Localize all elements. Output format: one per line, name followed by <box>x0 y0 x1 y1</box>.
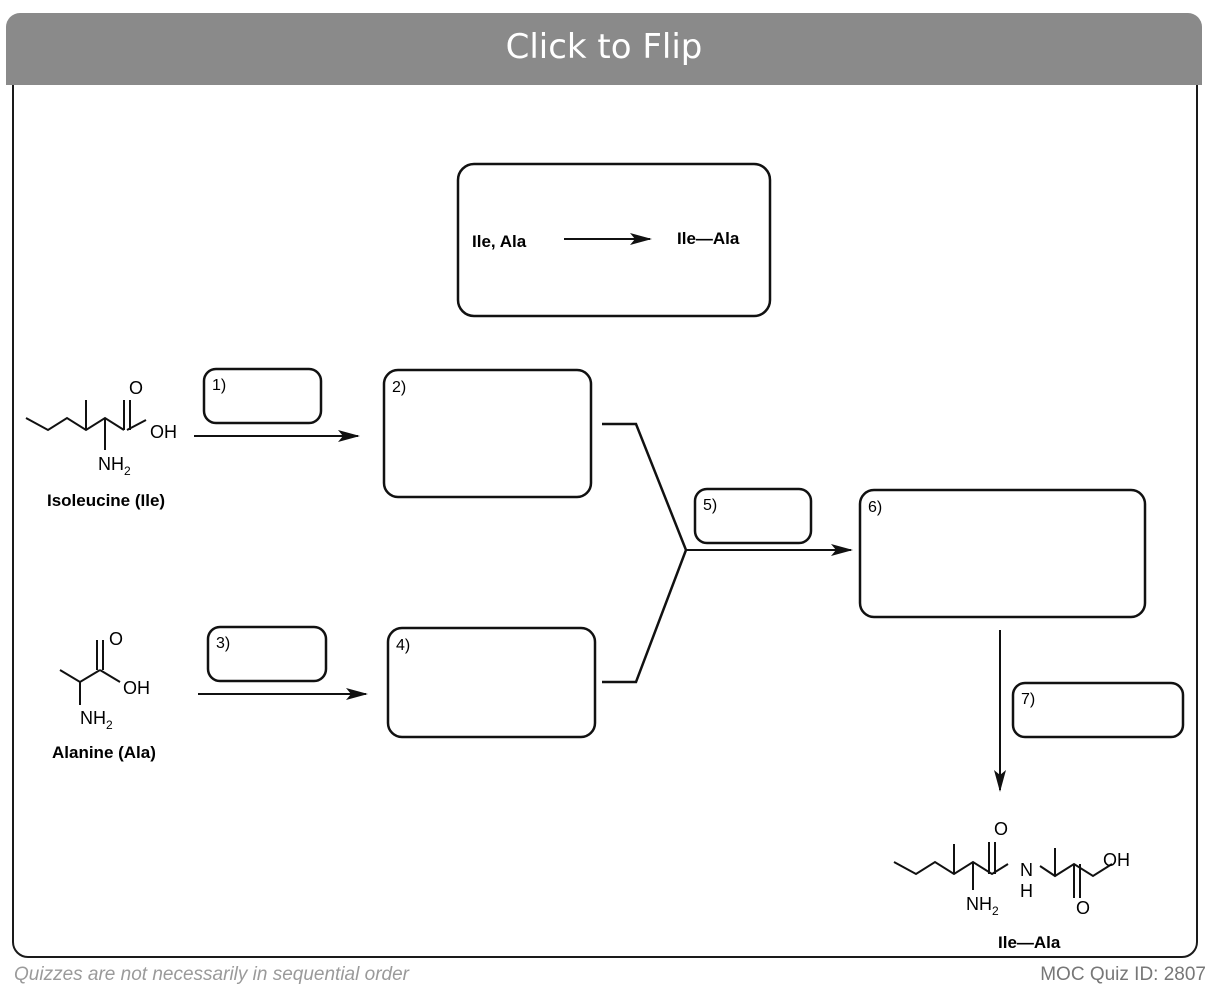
alanine-label: Alanine (Ala) <box>52 743 156 762</box>
answer-box-7[interactable]: 7) <box>1011 681 1185 739</box>
svg-text:5): 5) <box>703 497 717 514</box>
svg-text:3): 3) <box>216 635 230 652</box>
dipeptide-structure <box>893 842 1113 898</box>
alanine-o: O <box>109 629 123 649</box>
dipeptide-label: Ile—Ala <box>998 933 1061 952</box>
quiz-id: MOC Quiz ID: 2807 <box>1040 964 1206 985</box>
isoleucine-label: Isoleucine (Ile) <box>47 491 165 510</box>
dipeptide-o-bottom: O <box>1076 898 1090 918</box>
answer-box-6[interactable]: 6) <box>858 488 1147 619</box>
dipeptide-n: N <box>1020 860 1033 880</box>
flip-bar[interactable]: Click to Flip <box>6 13 1202 85</box>
isoleucine-o: O <box>129 378 143 398</box>
svg-text:4): 4) <box>396 637 410 654</box>
flip-label: Click to Flip <box>505 27 703 67</box>
dipeptide-h: H <box>1020 881 1033 901</box>
footer-note: Quizzes are not necessarily in sequentia… <box>14 964 409 985</box>
svg-text:1): 1) <box>212 377 226 394</box>
answer-box-3[interactable]: 3) <box>206 625 328 683</box>
alanine-nh2: NH2 <box>80 708 113 732</box>
flashcard[interactable] <box>12 18 1198 958</box>
summary-reactants: Ile, Ala <box>472 232 527 251</box>
isoleucine-oh: OH <box>150 422 177 442</box>
svg-text:7): 7) <box>1021 691 1035 708</box>
isoleucine-nh2: NH2 <box>98 454 131 478</box>
answer-box-2[interactable]: 2) <box>382 368 593 499</box>
svg-text:2): 2) <box>392 379 406 396</box>
dipeptide-nh2: NH2 <box>966 894 999 918</box>
dipeptide-o-top: O <box>994 819 1008 839</box>
dipeptide-oh: OH <box>1103 850 1130 870</box>
summary-box: Ile, Ala Ile—Ala <box>456 162 772 318</box>
svg-text:6): 6) <box>868 499 882 516</box>
answer-box-5[interactable]: 5) <box>693 487 813 545</box>
alanine-structure <box>59 640 121 705</box>
answer-box-1[interactable]: 1) <box>202 367 323 425</box>
alanine-oh: OH <box>123 678 150 698</box>
answer-box-4[interactable]: 4) <box>386 626 597 739</box>
merge-bracket <box>602 422 688 684</box>
summary-product: Ile—Ala <box>677 229 740 248</box>
isoleucine-structure <box>25 400 147 450</box>
